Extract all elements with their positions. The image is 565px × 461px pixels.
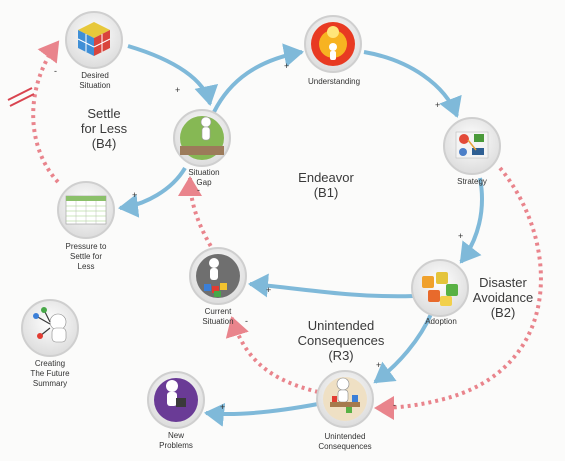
puzzle-pieces-icon (422, 272, 458, 306)
node-strategy[interactable] (443, 117, 501, 175)
label-creating-future: Creating The Future Summary (30, 359, 70, 388)
label-situation-gap: Situation Gap (188, 168, 220, 187)
link-unintended-to-new-problems (204, 402, 319, 427)
node-situation-gap[interactable] (173, 109, 231, 167)
delay-mark (7, 87, 35, 107)
node-adoption[interactable] (411, 259, 469, 317)
link-strategy-to-adoption (459, 177, 484, 264)
label-understanding: Understanding (307, 77, 361, 86)
polarity-strategy-to-adoption: + (458, 231, 464, 241)
polarity-gap-to-understanding: + (284, 61, 290, 71)
figure-at-gap-icon (180, 116, 224, 155)
node-creating-future[interactable] (21, 299, 79, 357)
polarity-understanding-to-strategy: + (435, 100, 441, 110)
label-desired-situation: Desired Situation (79, 71, 111, 90)
node-understanding[interactable] (304, 15, 362, 73)
rubiks-cube-icon (77, 22, 111, 56)
link-strategy-to-unintended (374, 166, 543, 420)
lightbulb-icon (327, 26, 339, 60)
loop-label-disaster: Disaster Avoidance (B2) (472, 275, 534, 320)
link-understanding-to-strategy (363, 50, 462, 118)
label-unintended-consequences: Unintended Consequences (318, 432, 372, 451)
polarity-gap-to-pressure: + (132, 190, 138, 200)
link-pressure-to-desired (31, 40, 60, 184)
link-gap-to-understanding (212, 43, 304, 113)
loop-label-unintended: Unintended Consequences (R3) (297, 318, 385, 363)
link-desired-to-gap (127, 44, 219, 106)
link-adoption-to-current (248, 273, 415, 299)
cluttered-desk-icon (330, 377, 360, 413)
label-current-situation: Current Situation (202, 307, 234, 326)
polarity-current-to-gap: - (197, 185, 200, 195)
label-strategy: Strategy (457, 177, 487, 186)
label-adoption: Adoption (425, 317, 457, 326)
node-new-problems[interactable] (147, 371, 205, 429)
polarity-desired-to-gap: + (175, 85, 181, 95)
node-current-situation[interactable] (189, 247, 247, 305)
polarity-pressure-to-desired: - (54, 66, 57, 76)
link-gap-to-pressure (118, 166, 187, 218)
network-figure-icon (33, 307, 67, 343)
node-pressure[interactable] (57, 181, 115, 239)
polarity-adoption-to-unintended: + (376, 360, 382, 370)
loop-label-settle: Settle for Less (B4) (80, 106, 128, 151)
spreadsheet-icon (65, 195, 107, 225)
figure-with-blocks-icon (204, 258, 227, 297)
link-adoption-to-unintended (373, 311, 434, 384)
polarity-strategy-to-unintended: - (393, 400, 396, 410)
node-desired-situation[interactable] (65, 11, 123, 69)
polarity-unintended-to-new-problems: + (220, 402, 226, 412)
figure-with-box-icon (166, 380, 186, 407)
node-unintended-consequences[interactable] (316, 370, 374, 428)
link-current-to-gap (178, 176, 220, 260)
label-new-problems: New Problems (159, 431, 193, 450)
loop-label-endeavor: Endeavor (B1) (298, 170, 354, 200)
polarity-unintended-to-current: - (245, 316, 248, 326)
link-unintended-to-current (225, 316, 319, 394)
polarity-adoption-to-current: + (266, 285, 272, 295)
label-pressure: Pressure to Settle for Less (65, 242, 107, 271)
strategy-board-icon (455, 131, 489, 159)
